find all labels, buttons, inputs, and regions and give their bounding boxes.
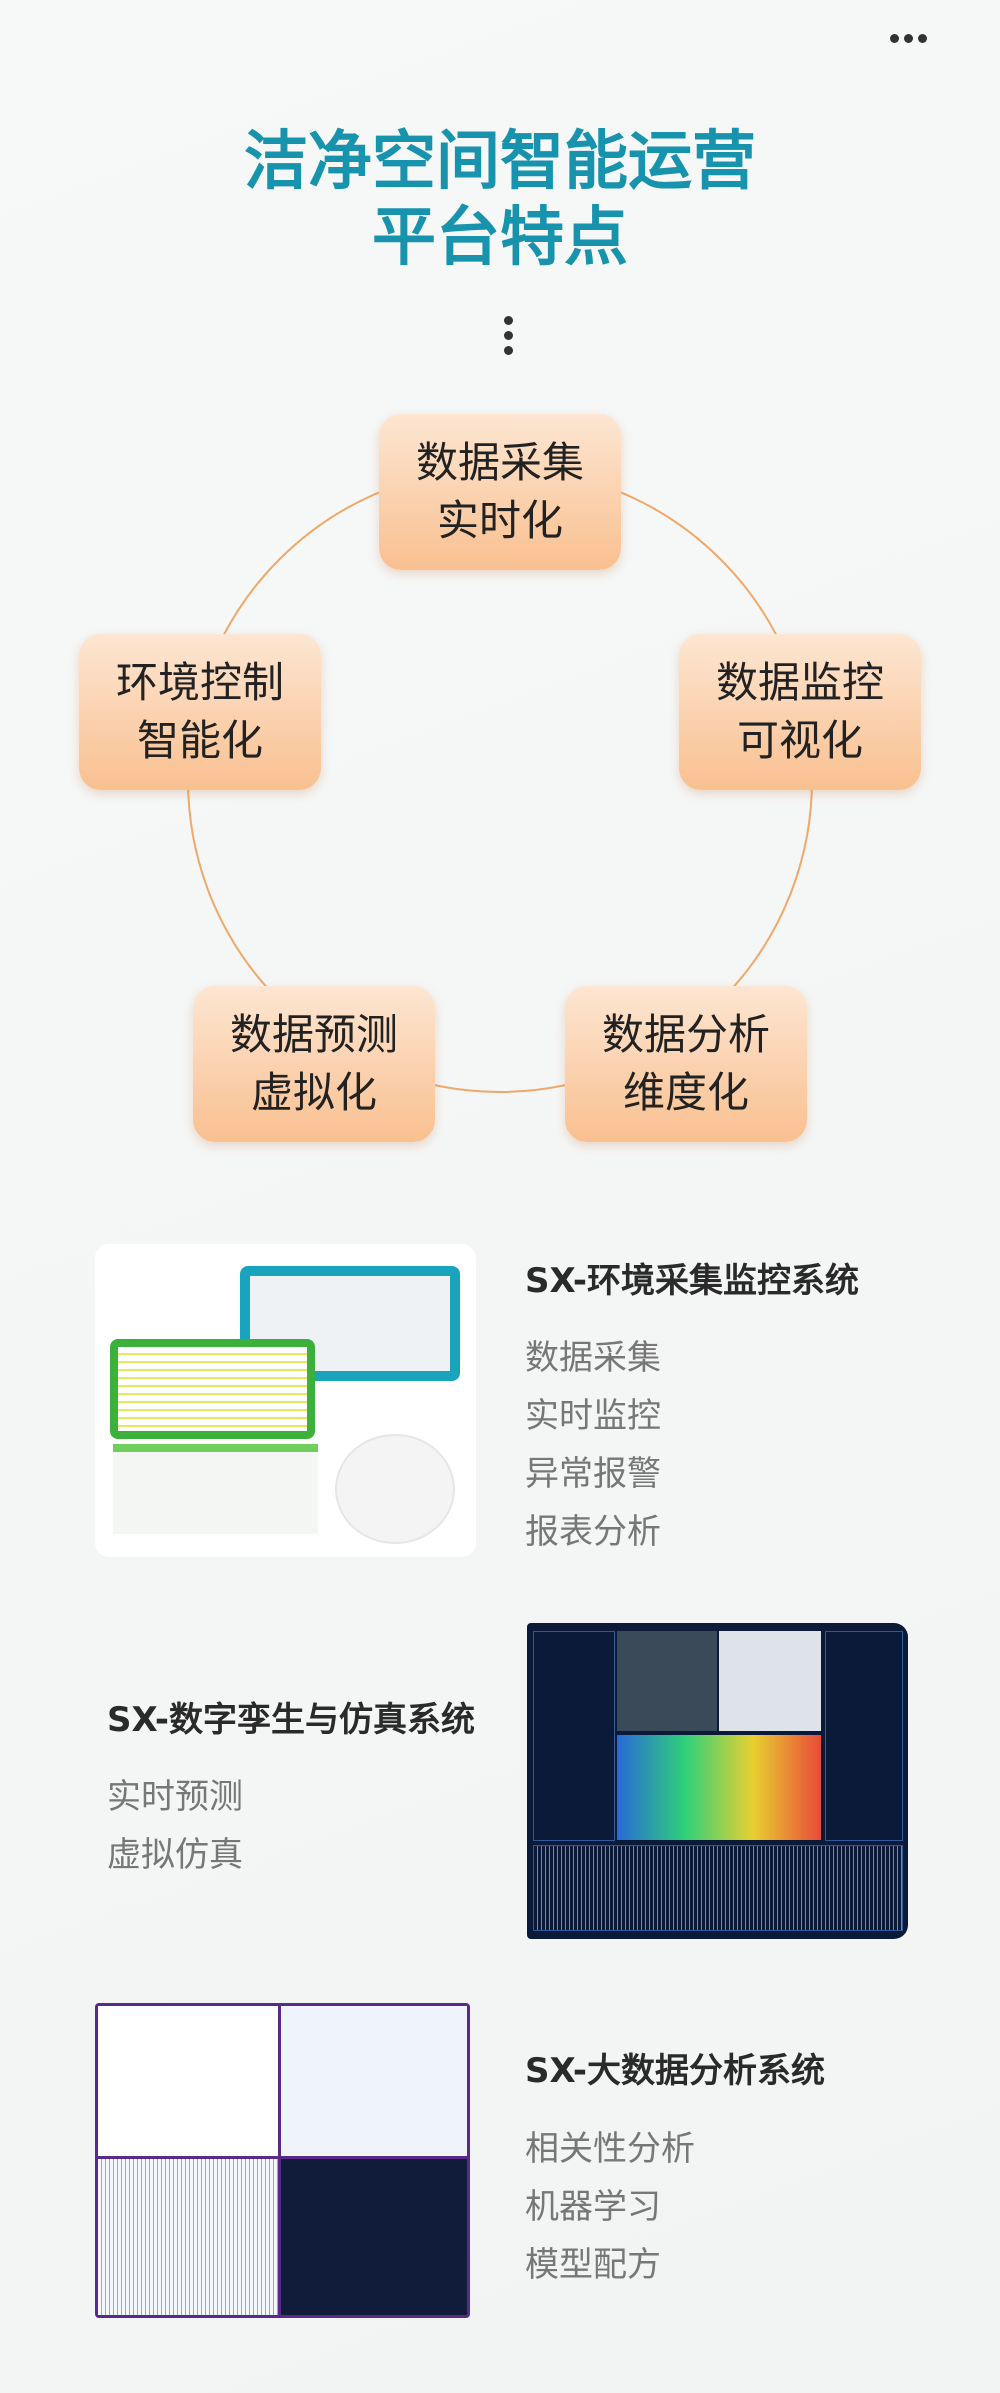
- feature-label: 数据预测: [229, 1010, 398, 1059]
- system-item: 实时监控: [525, 1396, 661, 1436]
- feature-analysis: 数据分析维度化: [565, 986, 807, 1142]
- feature-label: 智能化: [136, 716, 263, 765]
- feature-label: 实时化: [436, 496, 563, 545]
- system-item: 虚拟仿真: [107, 1835, 243, 1875]
- feature-visualization: 数据监控可视化: [679, 634, 921, 790]
- more-options-button[interactable]: [890, 28, 936, 48]
- system-title: SX-大数据分析系统: [525, 2051, 826, 2091]
- system-item: 实时预测: [107, 1777, 243, 1817]
- monitoring-system-image: [95, 1244, 476, 1557]
- feature-label: 虚拟化: [250, 1068, 377, 1117]
- system-item: 相关性分析: [525, 2129, 695, 2169]
- dot-icon: [918, 33, 927, 43]
- dot-icon: [890, 33, 899, 43]
- system-item: 数据采集: [525, 1338, 661, 1378]
- feature-label: 环境控制: [115, 658, 284, 707]
- feature-realtime: 数据采集实时化: [379, 414, 621, 570]
- system-item: 报表分析: [525, 1512, 661, 1552]
- feature-label: 数据监控: [715, 658, 884, 707]
- feature-control: 环境控制智能化: [79, 634, 321, 790]
- page-title-line2: 平台特点: [372, 201, 628, 275]
- dot-icon: [904, 33, 913, 43]
- system-title: SX-环境采集监控系统: [525, 1261, 860, 1301]
- system-item: 模型配方: [525, 2245, 661, 2285]
- feature-label: 维度化: [622, 1068, 749, 1117]
- page-title-line1: 洁净空间智能运营: [244, 125, 756, 199]
- feature-prediction: 数据预测虚拟化: [193, 986, 435, 1142]
- system-item: 异常报警: [525, 1454, 661, 1494]
- feature-label: 数据分析: [601, 1010, 770, 1059]
- system-title: SX-数字孪生与仿真系统: [107, 1700, 476, 1740]
- big-data-analysis-image: [95, 2003, 470, 2318]
- digital-twin-image: [527, 1623, 908, 1939]
- feature-label: 数据采集: [415, 438, 584, 487]
- vertical-dots-icon: [504, 316, 514, 355]
- system-item: 机器学习: [525, 2187, 661, 2227]
- feature-label: 可视化: [736, 716, 863, 765]
